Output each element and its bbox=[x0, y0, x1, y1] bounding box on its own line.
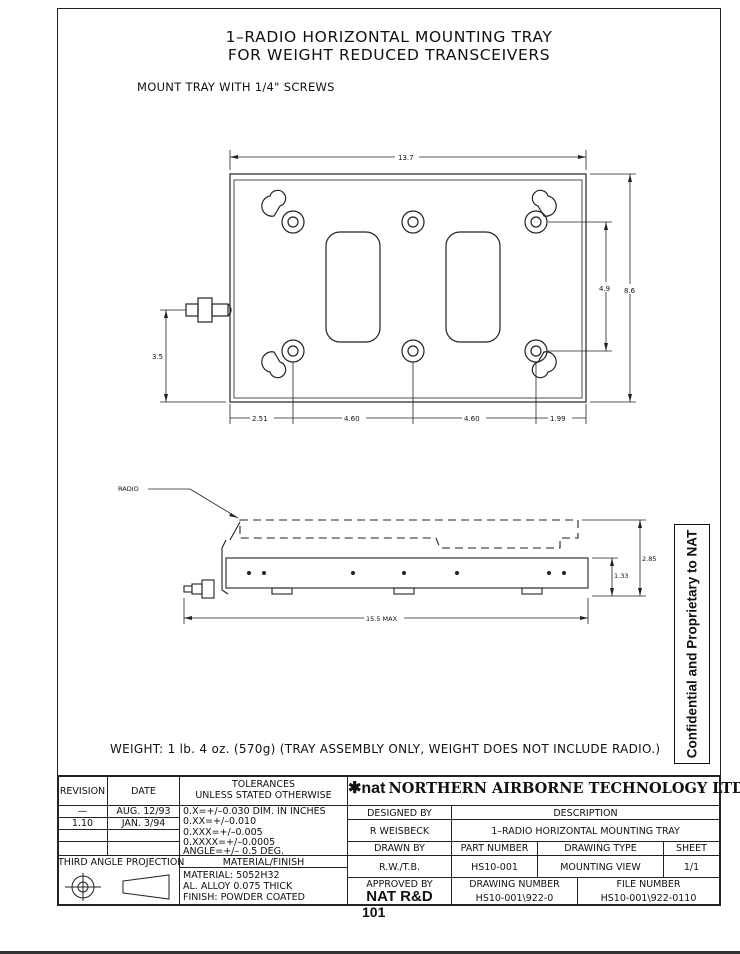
mount-hole-center bbox=[530, 345, 542, 357]
nat-logo: ✱nat bbox=[348, 780, 386, 797]
tolerance-line: 0.XX=+/–0.010 bbox=[183, 816, 257, 827]
material-line: MATERIAL: 5052H32 bbox=[183, 870, 280, 881]
tray-side-profile bbox=[225, 557, 589, 589]
dim-side-height-total: 2.85 bbox=[642, 555, 656, 563]
mount-hole bbox=[524, 210, 548, 234]
mount-hole bbox=[401, 210, 425, 234]
dim-height-outer: 8.6 bbox=[624, 287, 636, 295]
mount-hole-center bbox=[287, 345, 299, 357]
revision-value: — bbox=[77, 806, 88, 817]
weight-note: WEIGHT: 1 lb. 4 oz. (570g) (TRAY ASSEMBL… bbox=[110, 742, 661, 756]
drawing-title-line2: FOR WEIGHT REDUCED TRANSCEIVERS bbox=[227, 46, 551, 64]
tray-inner-edge bbox=[233, 179, 583, 399]
revision-date: JAN. 3/94 bbox=[121, 818, 166, 829]
tolerances-heading: TOLERANCES bbox=[231, 779, 296, 790]
drawn-by-value: R.W./T.B. bbox=[378, 862, 421, 873]
radio-outline-dashed bbox=[239, 519, 579, 549]
revision-date: AUG. 12/93 bbox=[116, 806, 171, 817]
drawing-type-label: DRAWING TYPE bbox=[564, 843, 637, 854]
tolerance-line: 0.X=+/–0.030 DIM. IN INCHES bbox=[183, 806, 326, 817]
label-radio: RADIO bbox=[118, 485, 139, 493]
mount-hole-center bbox=[407, 345, 419, 357]
mount-hole bbox=[281, 339, 305, 363]
file-number-label: FILE NUMBER bbox=[616, 879, 681, 890]
tolerance-line: 0.XXXX=+/–0.0005 bbox=[183, 837, 276, 848]
dim-overall-width: 13.7 bbox=[398, 154, 414, 162]
approved-by-value: NAT R&D bbox=[366, 888, 433, 905]
revision-header: REVISION bbox=[59, 786, 106, 797]
description-label: DESCRIPTION bbox=[553, 808, 618, 819]
drawing-type-value: MOUNTING VIEW bbox=[560, 862, 641, 873]
confidential-text: Confidential and Proprietary to NAT bbox=[684, 529, 700, 759]
designed-by-label: DESIGNED BY bbox=[367, 808, 432, 819]
sheet-label: SHEET bbox=[676, 843, 707, 854]
mount-hole-center bbox=[407, 216, 419, 228]
mount-hole-center bbox=[287, 216, 299, 228]
revision-value: 1.10 bbox=[71, 818, 94, 829]
drawing-number-label: DRAWING NUMBER bbox=[469, 879, 560, 890]
drawing-sheet-border bbox=[57, 8, 721, 906]
third-angle-projection-symbol bbox=[65, 873, 170, 901]
confidential-stamp: Confidential and Proprietary to NAT bbox=[674, 524, 710, 764]
connector-barrel bbox=[211, 303, 229, 317]
keyhole-slot bbox=[261, 189, 287, 217]
company-name: NORTHERN AIRBORNE TECHNOLOGY LTD. bbox=[388, 780, 740, 797]
mount-hole bbox=[524, 339, 548, 363]
tray-outline bbox=[229, 173, 587, 403]
dim-spacing-a: 2.51 bbox=[252, 415, 268, 423]
sheet-value: 1/1 bbox=[683, 862, 700, 873]
material-line: FINISH: POWDER COATED bbox=[183, 892, 305, 903]
dim-spacing-c: 4.60 bbox=[464, 415, 480, 423]
connector-tip bbox=[227, 303, 232, 317]
dim-side-height-tray: 1.33 bbox=[614, 572, 628, 580]
dim-side-length: 15.5 MAX bbox=[366, 615, 398, 623]
drawing-title-line1: 1–RADIO HORIZONTAL MOUNTING TRAY bbox=[225, 28, 553, 46]
keyhole-slot bbox=[531, 189, 557, 217]
page-number: 101 bbox=[362, 904, 386, 920]
mount-hole-center bbox=[530, 216, 542, 228]
material-line: AL. ALLOY 0.075 THICK bbox=[183, 881, 293, 892]
tolerances-subheading: UNLESS STATED OTHERWISE bbox=[195, 790, 332, 801]
connector-body bbox=[197, 297, 213, 323]
file-number-value: HS10-001\922-0110 bbox=[600, 893, 697, 904]
date-header: DATE bbox=[131, 786, 156, 797]
description-value: 1–RADIO HORIZONTAL MOUNTING TRAY bbox=[491, 826, 680, 837]
keyhole-slot bbox=[261, 351, 287, 379]
tolerance-line: ANGLE=+/– 0.5 DEG. bbox=[183, 846, 284, 857]
drawn-by-label: DRAWN BY bbox=[374, 843, 425, 854]
dim-connector-offset: 3.5 bbox=[152, 353, 163, 361]
cutout bbox=[445, 231, 501, 343]
approved-by-label: APPROVED BY bbox=[366, 879, 433, 890]
scan-bottom-edge bbox=[0, 951, 740, 954]
drawing-number-value: HS10-001\922-0 bbox=[475, 893, 554, 904]
part-number-value: HS10-001 bbox=[471, 862, 518, 873]
mount-hole bbox=[401, 339, 425, 363]
connector-nut bbox=[185, 303, 199, 317]
tray-front-lip bbox=[221, 539, 229, 595]
dim-spacing-b: 4.60 bbox=[344, 415, 360, 423]
cutout bbox=[325, 231, 381, 343]
mount-hole bbox=[281, 210, 305, 234]
designed-by-value: R WEISBECK bbox=[369, 826, 430, 837]
part-number-label: PART NUMBER bbox=[460, 843, 529, 854]
mounting-instruction: MOUNT TRAY WITH 1/4" SCREWS bbox=[137, 80, 335, 94]
dim-spacing-d: 1.99 bbox=[550, 415, 566, 423]
title-block: REVISION DATE — AUG. 12/93 1.10 JAN. 3/9… bbox=[57, 775, 740, 906]
material-header: MATERIAL/FINISH bbox=[222, 857, 305, 868]
tolerance-line: 0.XXX=+/–0.005 bbox=[183, 827, 263, 838]
dim-height-inner: 4.9 bbox=[599, 285, 610, 293]
projection-label: THIRD ANGLE PROJECTION bbox=[58, 857, 185, 868]
